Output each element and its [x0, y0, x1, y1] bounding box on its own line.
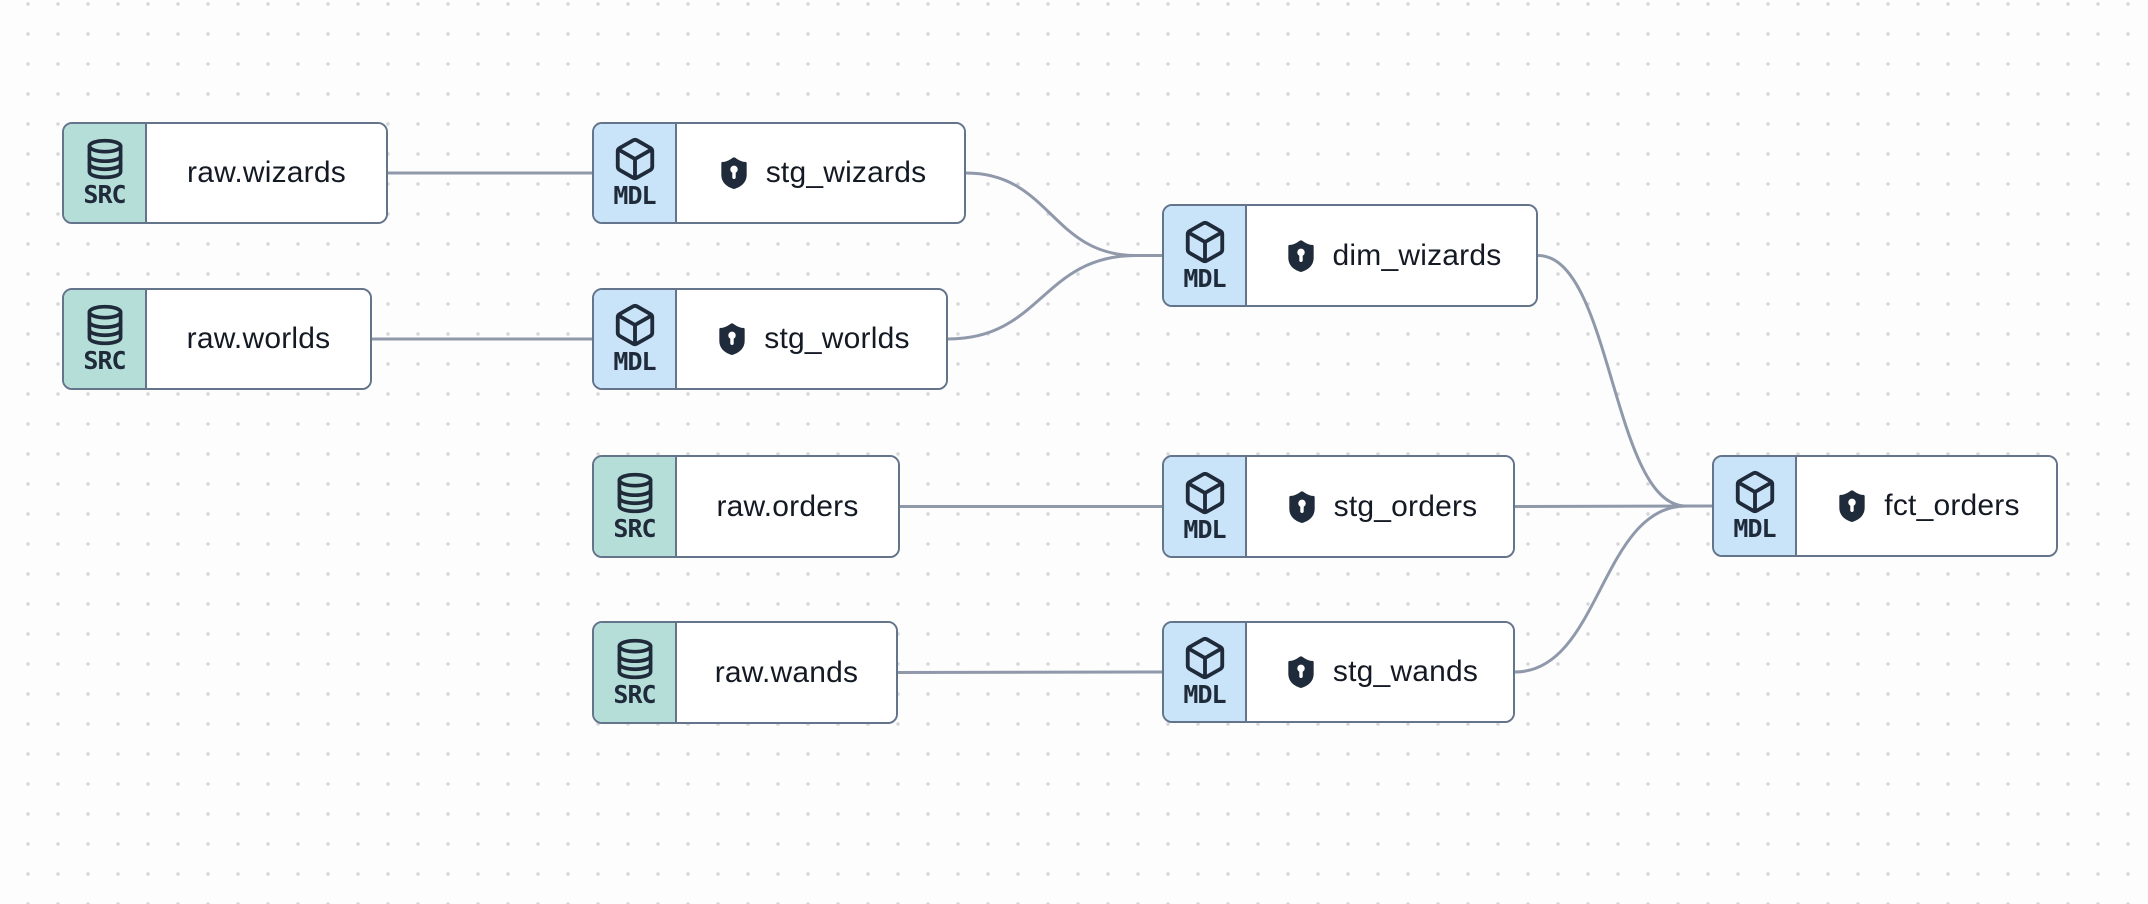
shield-lock-icon — [719, 323, 745, 355]
node-body: raw.orders — [677, 457, 898, 556]
node-title: dim_wizards — [1332, 238, 1502, 272]
node-type-label: SRC — [83, 346, 126, 376]
edge-stg_wizards-dim_wizards — [964, 171, 1164, 257]
node-body: dim_wizards — [1247, 206, 1536, 305]
node-body: raw.wands — [677, 623, 896, 722]
database-icon — [87, 305, 122, 346]
node-raw.wands[interactable]: SRC raw.wands — [592, 621, 898, 724]
node-type-label: MDL — [613, 181, 656, 211]
node-raw.worlds[interactable]: SRC raw.worlds — [62, 288, 372, 390]
box-icon — [615, 138, 654, 181]
node-title: stg_wands — [1332, 655, 1479, 688]
node-type-badge: SRC — [594, 457, 677, 556]
node-type-badge: MDL — [594, 124, 677, 222]
node-type-badge: MDL — [1164, 623, 1247, 721]
shield-lock-icon — [721, 157, 747, 189]
node-type-label: MDL — [1183, 680, 1226, 710]
node-title: raw.orders — [716, 489, 859, 523]
node-type-badge: MDL — [1714, 457, 1797, 555]
node-type-badge: SRC — [594, 623, 677, 722]
node-type-badge: MDL — [594, 290, 677, 388]
node-title: fct_orders — [1884, 489, 2020, 522]
node-type-label: SRC — [613, 679, 656, 709]
node-title: raw.worlds — [186, 322, 331, 355]
node-type-badge: SRC — [64, 124, 147, 222]
shield-lock-icon — [1287, 239, 1314, 272]
edge-dim_wizards-fct_orders — [1536, 254, 1714, 508]
edge-raw.wands-stg_wands — [896, 670, 1164, 674]
box-icon — [615, 304, 654, 347]
shield-lock-icon — [1288, 490, 1315, 523]
node-stg_worlds[interactable]: MDL stg_worlds — [592, 288, 948, 390]
database-icon — [87, 139, 122, 180]
database-icon — [617, 472, 652, 514]
node-title: stg_wizards — [765, 156, 927, 189]
edge-stg_worlds-dim_wizards — [946, 254, 1164, 341]
node-body: fct_orders — [1797, 457, 2056, 555]
node-body: stg_worlds — [677, 290, 946, 388]
box-icon — [1185, 220, 1224, 263]
node-type-badge: SRC — [64, 290, 147, 388]
node-stg_orders[interactable]: MDL stg_orders — [1162, 455, 1515, 558]
node-stg_wands[interactable]: MDL stg_wands — [1162, 621, 1515, 723]
node-body: stg_wands — [1247, 623, 1513, 721]
shield-lock-icon — [1839, 490, 1865, 522]
database-icon — [617, 638, 652, 680]
node-body: raw.worlds — [147, 290, 370, 388]
node-body: stg_orders — [1247, 457, 1513, 556]
node-raw.wizards[interactable]: SRC raw.wizards — [62, 122, 388, 224]
box-icon — [1185, 471, 1224, 514]
node-title: raw.wizards — [187, 156, 346, 189]
node-type-label: SRC — [613, 513, 656, 543]
node-body: raw.wizards — [147, 124, 386, 222]
node-dim_wizards[interactable]: MDL dim_wizards — [1162, 204, 1538, 307]
node-type-label: MDL — [1733, 514, 1776, 544]
node-title: stg_orders — [1333, 489, 1478, 523]
node-type-label: MDL — [613, 347, 656, 377]
box-icon — [1735, 471, 1774, 514]
edge-stg_wands-fct_orders — [1513, 504, 1714, 674]
node-type-badge: MDL — [1164, 206, 1247, 305]
node-raw.orders[interactable]: SRC raw.orders — [592, 455, 900, 558]
shield-lock-icon — [1288, 656, 1314, 688]
node-type-label: MDL — [1183, 263, 1226, 293]
node-type-label: SRC — [83, 180, 126, 210]
box-icon — [1185, 637, 1224, 680]
node-body: stg_wizards — [677, 124, 964, 222]
node-title: stg_worlds — [764, 322, 910, 355]
node-type-label: MDL — [1183, 514, 1226, 544]
node-stg_wizards[interactable]: MDL stg_wizards — [592, 122, 966, 224]
node-fct_orders[interactable]: MDL fct_orders — [1712, 455, 2058, 557]
node-title: raw.wands — [714, 655, 859, 689]
node-type-badge: MDL — [1164, 457, 1247, 556]
